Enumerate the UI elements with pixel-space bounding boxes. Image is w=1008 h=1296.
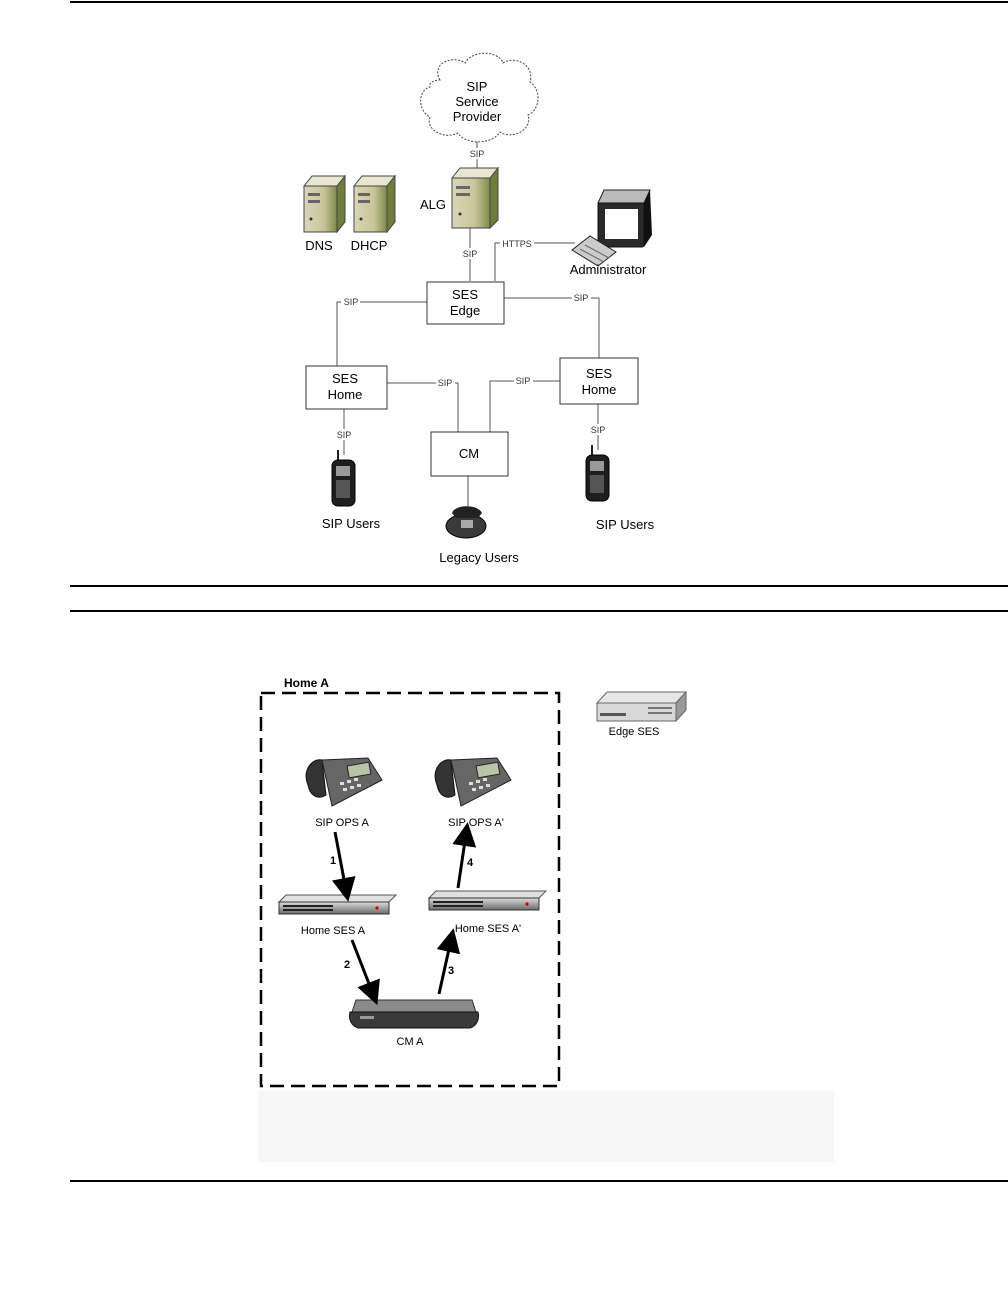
ses-home-right-label-line1: SES [586,366,612,381]
figure1-bottom-rule [70,585,1008,587]
sip-users-left: SIP Users [322,450,381,531]
label-sip-homeleft-cm: SIP [438,378,453,388]
ses-edge-node: SES Edge [426,281,505,325]
edge-ses-label: Edge SES [609,726,660,738]
step-number-4: 4 [467,857,474,869]
cell-phone-icon [331,450,356,507]
label-https: HTTPS [502,239,532,249]
cm-a-device: CM A [349,999,479,1048]
rack-server-icon [595,690,688,723]
cell-phone-icon [585,445,610,502]
label-sip-homeleft-users: SIP [337,430,352,440]
dhcp-label: DHCP [351,238,388,253]
legacy-users: Legacy Users [439,506,519,565]
ip-phone-icon [305,757,383,807]
sip-ops-a-prime-label: SIP OPS A' [448,817,504,829]
step-number-1: 1 [330,855,336,867]
ses-home-left-node: SES Home [305,365,388,410]
ses-home-right-box [559,357,639,405]
figure2-backdrop [258,1090,834,1162]
computer-monitor-icon [597,189,652,248]
legacy-users-label: Legacy Users [439,550,519,565]
dhcp-server-icon [352,174,397,234]
ses-edge-box [426,281,505,325]
ses-edge-label-line1: SES [452,287,478,302]
home-a-boundary [259,691,561,1088]
sip-users-left-label: SIP Users [322,516,381,531]
label-sip-cloud-alg: SIP [470,149,485,159]
keyboard-icon [571,235,617,267]
cm-box [430,431,509,477]
link-edge-right [504,297,600,358]
rack-server-icon [427,890,548,911]
media-server-icon [349,999,479,1029]
administrator-workstation: Administrator [570,189,652,277]
dns-label: DNS [305,238,333,253]
ses-home-right-label-line2: Home [582,382,617,397]
cloud-label-line3: Provider [453,109,502,124]
figure2-bottom-rule [70,1180,1008,1182]
ses-edge-label-line2: Edge [450,303,480,318]
arrow-step-1 [331,831,356,902]
ip-phone-icon [434,757,512,807]
link-edge-left [336,301,427,366]
arrow-step-4 [452,822,477,889]
dhcp-server: DHCP [351,174,397,253]
figure1: SIP SIP HTTPS SIP SIP SIP SIP SIP SIP SI… [302,52,655,565]
label-sip-homeright-users: SIP [591,425,606,435]
figure1-link-labels: SIP SIP HTTPS SIP SIP SIP SIP SIP SIP [335,148,608,440]
top-rule [70,1,1008,3]
label-sip-edge-right: SIP [574,293,589,303]
cm-node: CM [430,431,509,477]
figure2: Home A Edge SES [258,676,834,1162]
home-a-label: Home A [284,676,329,690]
label-sip-alg-edge: SIP [463,249,478,259]
link-cm-homeright [489,380,560,432]
dns-server-icon [302,174,347,234]
link-homeleft-cm [387,382,459,432]
home-ses-a-prime: Home SES A' [427,890,548,935]
cm-label: CM [459,446,479,461]
alg-server-icon [450,166,500,230]
sip-ops-a-prime: SIP OPS A' [434,757,512,829]
cm-a-label: CM A [397,1036,425,1048]
ses-home-left-box [305,365,388,410]
sip-ops-a: SIP OPS A [305,757,383,829]
sip-ops-a-label: SIP OPS A [315,817,369,829]
cloud-label-line2: Service [455,94,498,109]
cloud-label-line1: SIP [467,79,488,94]
figure2-top-rule [70,610,1008,612]
label-sip-cm-homeright: SIP [516,376,531,386]
sip-users-right: SIP Users [585,445,655,532]
call-flow-arrows [331,822,477,1006]
edge-ses-device: Edge SES [595,690,688,738]
sip-users-right-label: SIP Users [596,517,655,532]
link-admin [494,242,575,281]
home-ses-a: Home SES A [277,894,398,937]
home-ses-a-prime-label: Home SES A' [455,923,521,935]
arrow-step-3 [436,928,461,995]
alg-label: ALG [420,197,446,212]
sip-service-provider-cloud: SIP Service Provider [420,52,539,143]
alg-server: ALG [420,166,500,230]
ses-home-right-node: SES Home [559,357,639,405]
administrator-label: Administrator [570,262,647,277]
step-number-2: 2 [344,959,350,971]
dns-server: DNS [302,174,347,253]
rack-server-icon [277,894,398,915]
step-number-3: 3 [448,965,454,977]
home-ses-a-label: Home SES A [301,925,366,937]
ses-home-left-label-line2: Home [328,387,363,402]
cloud-icon [420,52,539,143]
arrow-step-2 [350,939,380,1006]
desk-phone-icon [445,506,487,539]
label-sip-edge-left: SIP [344,297,359,307]
ses-home-left-label-line1: SES [332,371,358,386]
